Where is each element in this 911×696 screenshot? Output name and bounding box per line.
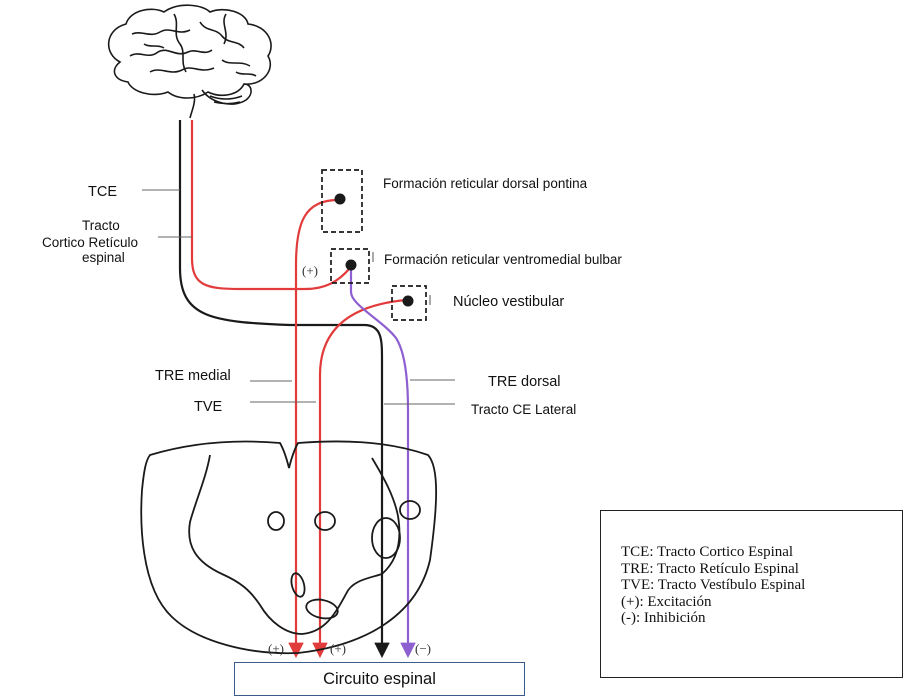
- label-tracto-line2: Cortico Retículo: [42, 235, 138, 250]
- vestibular-dot: [403, 296, 414, 307]
- label-formacion-dorsal: Formación reticular dorsal pontina: [383, 176, 588, 191]
- legend-box: TCE: Tracto Cortico Espinal TRE: Tracto …: [600, 510, 903, 678]
- label-tracto-ce-lateral: Tracto CE Lateral: [471, 402, 576, 417]
- spinal-circuit-box: Circuito espinal: [234, 662, 525, 696]
- brain-illustration: [109, 5, 271, 118]
- label-tracto-line3: espinal: [82, 250, 125, 265]
- sign-bottom-minus: (−): [415, 641, 431, 656]
- spinal-cord-section: [141, 441, 436, 653]
- spinal-circuit-label: Circuito espinal: [323, 670, 436, 689]
- ventral-oval-lower: [304, 597, 339, 621]
- central-canal-left: [268, 512, 284, 530]
- legend-item-tce: TCE: Tracto Cortico Espinal: [621, 544, 902, 561]
- sign-bottom-plus-1: (+): [268, 641, 284, 656]
- legend-item-excitation: (+): Excitación: [621, 594, 902, 611]
- label-tracto-line1: Tracto: [82, 218, 120, 233]
- sign-ventromedial-excitation: (+): [302, 263, 318, 278]
- tve-tract: [320, 300, 406, 655]
- spinal-cord-outline: [141, 441, 436, 653]
- dorsal-pontine-dot: [335, 194, 346, 205]
- gray-matter: [189, 455, 399, 634]
- label-tce: TCE: [88, 184, 117, 200]
- cortico-reticulo-tract: [192, 120, 350, 289]
- lateral-oval: [372, 518, 400, 558]
- label-tre-dorsal: TRE dorsal: [488, 374, 561, 390]
- legend-item-tre: TRE: Tracto Retículo Espinal: [621, 561, 902, 578]
- label-formacion-ventromedial: Formación reticular ventromedial bulbar: [384, 252, 622, 267]
- corticospinal-tract: [180, 120, 382, 655]
- ventromedial-dot: [346, 260, 357, 271]
- ventral-oval-upper: [289, 572, 307, 598]
- white-matter-oval-right: [400, 501, 420, 519]
- label-nucleo-vestibular: Núcleo vestibular: [453, 294, 564, 310]
- sign-bottom-plus-2: (+): [330, 641, 346, 656]
- central-canal-right: [315, 512, 335, 530]
- label-tre-medial: TRE medial: [155, 368, 231, 384]
- legend-item-tve: TVE: Tracto Vestíbulo Espinal: [621, 577, 902, 594]
- label-tve: TVE: [194, 399, 223, 415]
- legend-item-inhibition: (-): Inhibición: [621, 610, 902, 627]
